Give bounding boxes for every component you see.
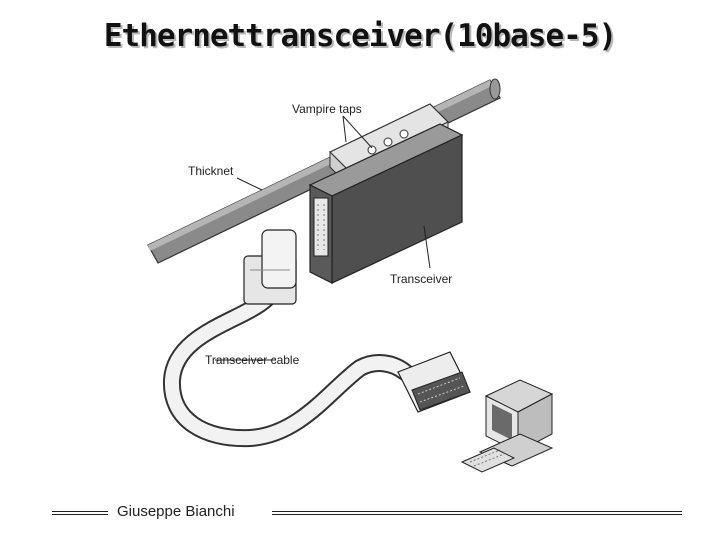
footer-author: Giuseppe Bianchi [117,503,235,520]
vampire-tap-pin [400,130,408,138]
label-transceiver: Transceiver [390,272,452,286]
aui-port [314,198,328,256]
cable-connector-transceiver-end [244,230,296,304]
footer-rule-right [272,511,682,515]
vampire-tap-pin [384,138,392,146]
vampire-tap-pin [368,146,376,154]
label-vampire-taps: Vampire taps [292,102,362,116]
computer-icon [462,380,552,472]
label-thicknet: Thicknet [188,164,234,178]
cable-connector-computer-end [398,352,470,412]
label-transceiver-cable: Transceiver cable [205,353,300,367]
footer-rule-left [52,511,108,515]
